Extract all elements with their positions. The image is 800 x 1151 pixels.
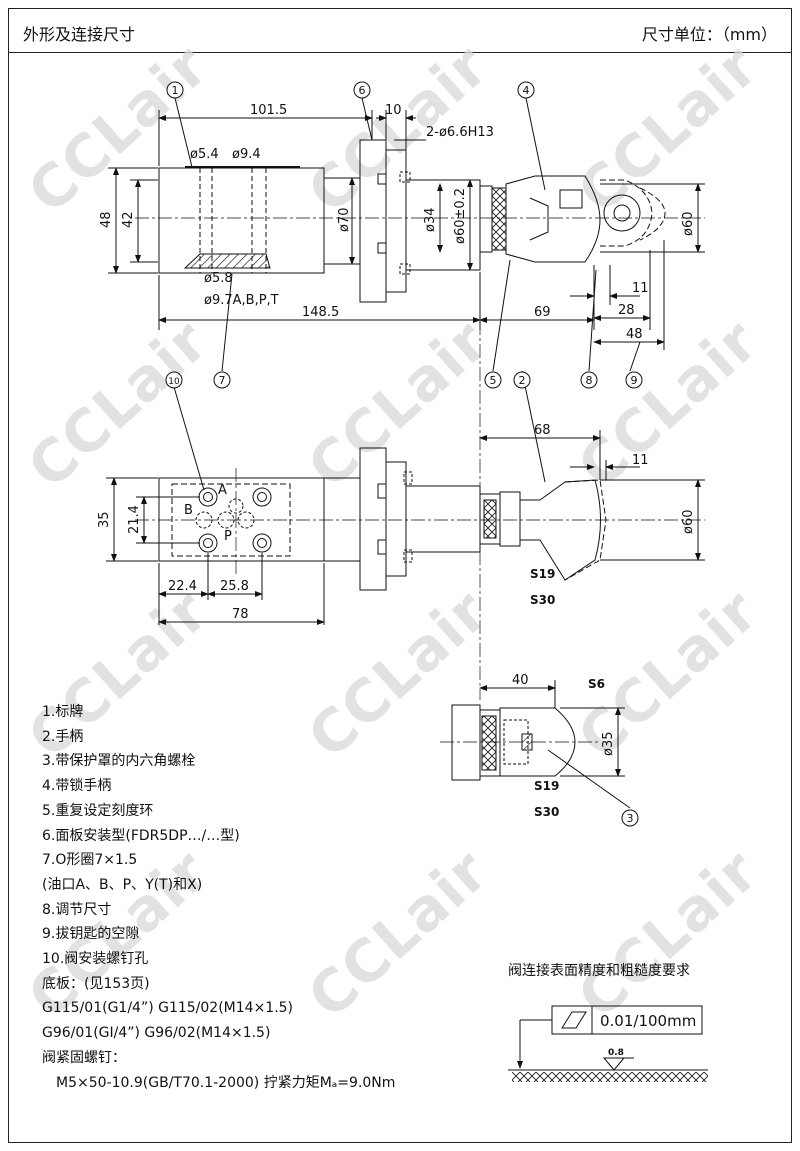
dim-label: ø60	[681, 212, 696, 237]
dim-label: 68	[534, 423, 551, 438]
callout-10	[165, 371, 183, 389]
dim-label: ø9.4	[232, 147, 261, 162]
dim-label: ø34	[423, 208, 438, 233]
callout-7	[213, 371, 231, 389]
port-label: P	[224, 529, 232, 544]
dim-label: 148.5	[302, 305, 339, 320]
port-label: B	[184, 503, 193, 518]
legend-item: 8.调节尺寸	[42, 901, 112, 918]
legend-item: (油口A、B、P、Y(T)和X)	[42, 876, 203, 893]
legend-item: 10.阀安装螺钉孔	[42, 951, 149, 968]
front-dimensions	[106, 275, 705, 700]
dim-label: 21.4	[127, 505, 142, 534]
dim-label: ø5.4	[190, 147, 219, 162]
legend-item: 9.拔钥匙的空隙	[42, 926, 140, 943]
dim-label: 101.5	[250, 103, 287, 118]
callout-label: 7	[219, 374, 226, 387]
callout-6	[353, 81, 371, 99]
dim-label: ø70	[337, 208, 352, 233]
roughness-symbol	[508, 1005, 708, 1082]
dim-label: S6	[588, 677, 605, 691]
callout-5	[484, 371, 502, 389]
dim-label: 35	[97, 511, 112, 528]
legend-item: 5.重复设定刻度环	[42, 802, 154, 819]
dim-label: S19	[530, 567, 555, 581]
dim-label: 78	[232, 607, 249, 622]
legend-item: M5×50-10.9(GB/T70.1-2000) 拧紧力矩Mₐ=9.0Nm	[56, 1074, 396, 1091]
valve-face	[158, 477, 325, 562]
dim-label: ø9.7A,B,P,T	[204, 293, 279, 308]
parts-legend: 1.标牌 2.手柄 3.带保护罩的内六角螺栓 4.带锁手柄 5.重复设定刻度环 …	[42, 700, 395, 1095]
dim-label: 22.4	[168, 579, 197, 594]
dim-label: ø5.8	[204, 271, 233, 286]
page-title: 外形及连接尺寸	[23, 25, 136, 44]
callout-label: 1	[172, 84, 179, 97]
legend-item: 阀紧固螺钉：	[42, 1049, 126, 1066]
legend-item: 7.O形圈7×1.5	[42, 852, 138, 869]
leader-lines	[173, 97, 641, 809]
drawing-frame: 外形及连接尺寸 尺寸单位：（mm）	[8, 8, 792, 1143]
top-view	[135, 139, 705, 303]
callout-label: 9	[631, 374, 638, 387]
legend-item: 1.标牌	[42, 704, 84, 720]
dim-label: 42	[121, 211, 136, 228]
top-dimensions	[108, 110, 705, 350]
callout-8	[580, 371, 598, 389]
dim-label: 11	[632, 453, 649, 468]
dim-label: 48	[626, 327, 643, 342]
dim-label: ø60	[681, 510, 696, 535]
callout-label: 5	[490, 374, 497, 387]
dim-label: 69	[534, 305, 551, 320]
roughness-value: 0.8	[608, 1048, 624, 1058]
dim-label: 2-ø6.6H13	[426, 125, 494, 140]
dim-label: ø35	[601, 732, 616, 757]
legend-item: 3.带保护罩的内六角螺栓	[42, 753, 196, 770]
callout-4	[517, 81, 535, 99]
dim-label: 11	[632, 281, 649, 296]
dim-label: S30	[534, 805, 559, 819]
legend-item: 6.面板安装型(FDR5DP…/…型)	[42, 827, 240, 844]
callout-label: 6	[359, 84, 366, 97]
flatness-value: 0.01/100mm	[600, 1012, 696, 1030]
legend-item: 2.手柄	[42, 728, 84, 745]
dim-label: 28	[618, 303, 635, 318]
legend-item: G96/01(GI/4”) G96/02(M14×1.5)	[42, 1025, 271, 1042]
callout-label: 8	[586, 374, 593, 387]
callout-3	[621, 809, 639, 827]
dim-label: S19	[534, 779, 559, 793]
dim-label: 40	[512, 673, 529, 688]
legend-item: 底板：(见153页)	[42, 975, 150, 992]
dim-label: ø60±0.2	[453, 188, 468, 244]
callout-label: 2	[519, 374, 526, 387]
dim-label: S30	[530, 593, 555, 607]
dim-label: 25.8	[220, 579, 249, 594]
port-label: A	[218, 483, 227, 498]
detail-view	[440, 680, 625, 781]
legend-item: 4.带锁手柄	[42, 778, 112, 795]
callout-1	[166, 81, 184, 99]
legend-item: G115/01(G1/4”) G115/02(M14×1.5)	[42, 1000, 294, 1017]
callout-label: 3	[627, 812, 634, 825]
dim-label: 48	[99, 211, 114, 228]
dim-label: 10	[385, 103, 402, 118]
callout-label: 4	[523, 84, 530, 97]
unit-label: 尺寸单位：（mm）	[641, 25, 777, 44]
callout-label: 10	[168, 377, 180, 387]
header-bar: 外形及连接尺寸 尺寸单位：（mm）	[9, 9, 791, 53]
callout-2	[513, 371, 531, 389]
front-view	[135, 447, 705, 591]
roughness-title: 阀连接表面精度和粗糙度要求	[508, 963, 690, 979]
callout-9	[625, 371, 643, 389]
